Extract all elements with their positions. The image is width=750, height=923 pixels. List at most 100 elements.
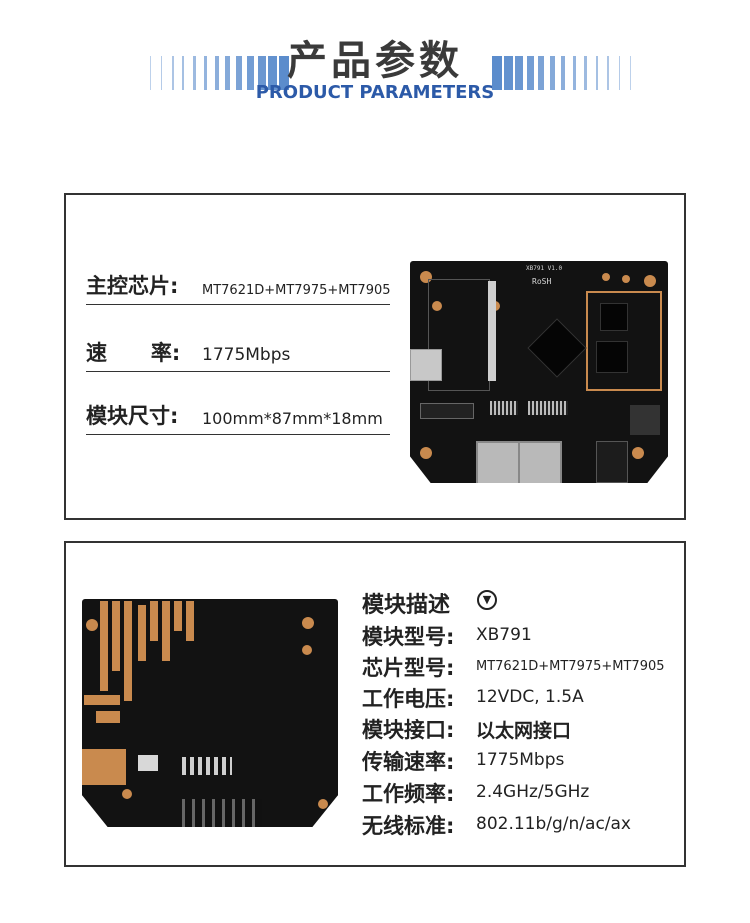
copper-trace <box>100 601 108 691</box>
header-stripe <box>607 56 610 90</box>
spec-value: 以太网接口 <box>476 720 572 742</box>
copper-trace <box>84 695 120 705</box>
copper-trace <box>124 601 132 701</box>
mount-hole <box>302 645 312 655</box>
board-top-image: RoSH XB791 V1.0 <box>410 261 668 483</box>
description-panel: 模块描述 ▼ 模块型号: XB791 芯片型号: MT7621D+MT7975+… <box>64 541 686 867</box>
spec-label: 模块型号: <box>362 625 455 649</box>
page-subtitle: PRODUCT PARAMETERS <box>255 82 495 103</box>
header-stripe <box>503 56 513 90</box>
spec-label: 工作频率: <box>362 782 455 806</box>
header-stripes-right <box>492 56 642 90</box>
copper-trace <box>112 601 120 671</box>
spec-value: 2.4GHz/5GHz <box>476 782 590 802</box>
header-stripe <box>150 56 151 90</box>
mount-hole <box>632 447 644 459</box>
spec-label: 芯片型号: <box>362 656 455 680</box>
header-stripe <box>561 56 566 90</box>
silk-model: XB791 V1.0 <box>526 265 563 272</box>
param-label: 主控芯片: <box>86 274 179 298</box>
mount-hole <box>644 275 656 287</box>
spec-value: MT7621D+MT7975+MT7905 <box>476 659 665 674</box>
component <box>138 755 158 771</box>
param-row-chip: 主控芯片: MT7621D+MT7975+MT7905 <box>86 270 391 305</box>
header-stripe <box>515 56 524 90</box>
spec-value: XB791 <box>476 625 532 645</box>
param-value: 100mm*87mm*18mm <box>202 409 383 428</box>
param-row-size: 模块尺寸: 100mm*87mm*18mm <box>86 400 390 435</box>
spec-label: 模块接口: <box>362 718 455 742</box>
header-stripe <box>572 56 576 90</box>
header-stripe <box>193 56 197 90</box>
header-stripe <box>246 56 254 90</box>
header-stripe <box>268 56 278 90</box>
param-label: 速 率: <box>86 341 181 365</box>
mount-hole <box>86 619 98 631</box>
copper-trace <box>186 601 194 641</box>
param-row-rate: 速 率: 1775Mbps <box>86 337 390 372</box>
led-array <box>182 757 232 775</box>
header-stripe <box>538 56 545 90</box>
header-stripe <box>236 56 243 90</box>
copper-trace <box>162 601 170 661</box>
header-stripe <box>595 56 598 90</box>
spec-value: 12VDC, 1.5A <box>476 687 584 707</box>
slot-pins <box>488 281 496 381</box>
copper-trace <box>150 601 158 641</box>
header-stripe <box>225 56 231 90</box>
param-value: MT7621D+MT7975+MT7905 <box>202 283 391 298</box>
parameters-panel: 主控芯片: MT7621D+MT7975+MT7905 速 率: 1775Mbp… <box>64 193 686 520</box>
chevron-down-icon: ▼ <box>477 590 497 610</box>
sim-slot <box>410 349 442 381</box>
spec-value: 1775Mbps <box>476 750 565 770</box>
spec-label: 无线标准: <box>362 814 455 838</box>
antenna-pad <box>622 275 630 283</box>
rf-shield-outline <box>586 291 662 391</box>
copper-trace <box>96 711 120 723</box>
spec-label: 工作电压: <box>362 687 455 711</box>
wifi-chip <box>600 303 628 331</box>
header-stripe <box>171 56 174 90</box>
page-header: 产品参数 PRODUCT PARAMETERS <box>0 0 750 120</box>
main-soc-chip <box>527 318 587 378</box>
rj45-port <box>476 441 520 483</box>
port-pins <box>182 799 262 827</box>
board-bottom-image <box>82 599 338 827</box>
pin-header <box>528 401 568 415</box>
header-stripe <box>526 56 534 90</box>
pin-header <box>490 401 518 415</box>
mount-hole <box>122 789 132 799</box>
page-title: 产品参数 <box>287 38 463 84</box>
spec-label: 传输速率: <box>362 750 455 774</box>
header-stripes-left <box>150 56 290 90</box>
spec-title: 模块描述 <box>362 593 451 618</box>
header-stripe <box>492 56 502 90</box>
param-value: 1775Mbps <box>202 345 291 365</box>
header-stripe <box>630 56 632 90</box>
mount-hole <box>432 301 442 311</box>
copper-pad <box>82 749 126 785</box>
connector <box>420 403 474 419</box>
param-label: 模块尺寸: <box>86 404 179 428</box>
header-stripe <box>214 56 219 90</box>
silk-brand: RoSH <box>532 277 552 286</box>
mount-hole <box>318 799 328 809</box>
spec-value: 802.11b/g/n/ac/ax <box>476 814 631 834</box>
header-stripe <box>257 56 266 90</box>
copper-trace <box>174 601 182 631</box>
mount-hole <box>420 447 432 459</box>
header-stripe <box>182 56 185 90</box>
antenna-pad <box>602 273 610 281</box>
mount-hole <box>420 271 432 283</box>
header-stripe <box>584 56 588 90</box>
header-stripe <box>618 56 620 90</box>
rj45-port <box>518 441 562 483</box>
header-stripe <box>203 56 207 90</box>
mount-hole <box>302 617 314 629</box>
copper-trace <box>138 605 146 661</box>
wifi-chip <box>596 341 628 373</box>
inductor <box>630 405 660 435</box>
header-stripe <box>160 56 162 90</box>
header-stripe <box>549 56 555 90</box>
header-stripe <box>279 56 290 90</box>
